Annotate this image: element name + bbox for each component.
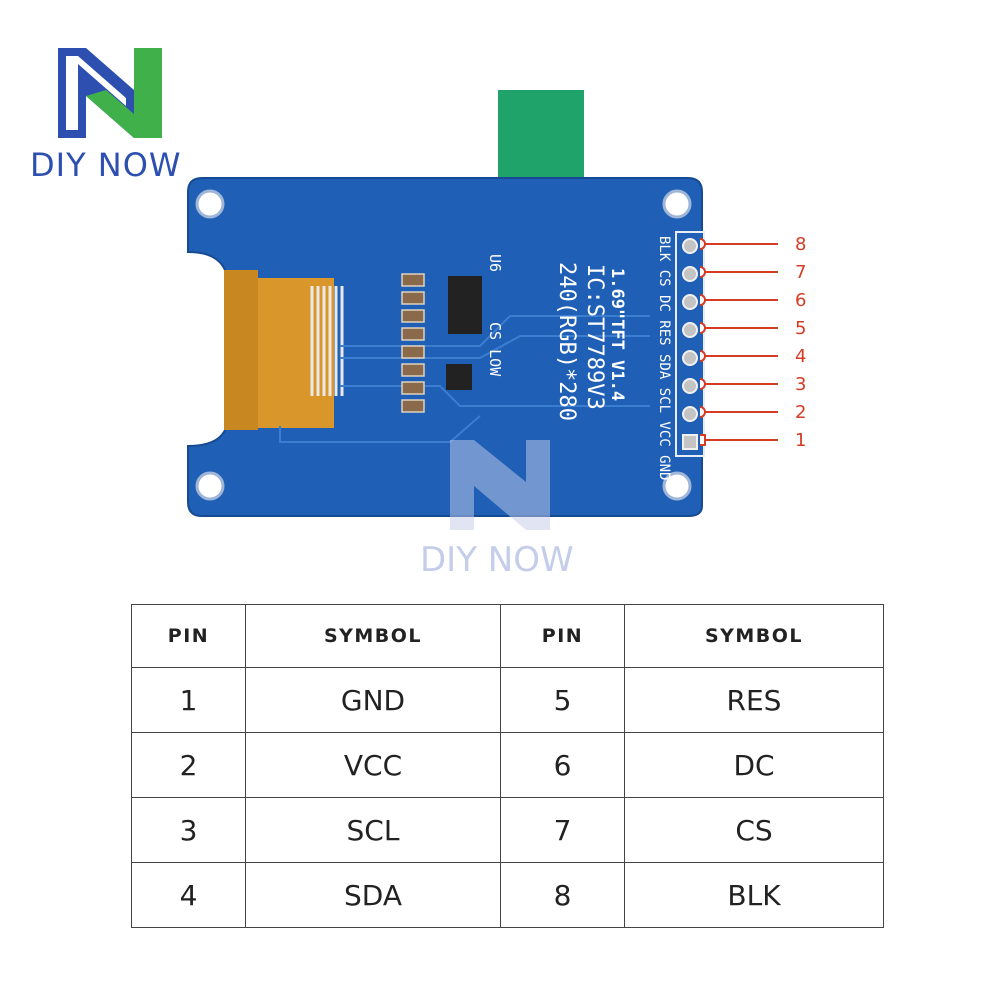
mount-hole-bottom-right	[662, 471, 692, 501]
cell-symbol: SCL	[245, 797, 501, 863]
table-header-row: PIN SYMBOL PIN SYMBOL	[131, 604, 884, 668]
regulator-chip	[448, 276, 482, 334]
cell-pin: 5	[500, 667, 625, 733]
cell-symbol: CS	[624, 797, 884, 863]
header-symbol-b: SYMBOL	[624, 604, 884, 668]
mount-hole-bottom-left	[195, 471, 225, 501]
display-tab	[498, 90, 584, 180]
cell-symbol: SDA	[245, 862, 501, 928]
header-pin-b: PIN	[500, 604, 625, 668]
silk-title: 1.69"TFT V1.4	[607, 268, 627, 401]
pin-callout-2: 2	[795, 402, 807, 423]
silk-resolution: 240(RGB)*280	[554, 262, 579, 421]
mount-hole-top-left	[195, 189, 225, 219]
header-symbol-a: SYMBOL	[245, 604, 501, 668]
mount-hole-top-right	[662, 189, 692, 219]
watermark-logo-icon	[450, 440, 550, 530]
flex-pins	[310, 286, 344, 396]
silk-ic: IC:ST7789V3	[582, 264, 607, 410]
table-row: 2 VCC 6 DC	[131, 732, 884, 798]
pin-callout-4: 4	[795, 346, 807, 367]
logo-inner-shape	[66, 56, 126, 130]
tft-display-board: BLK CS DC RES SDA SCL VCC GND 1.69"TFT V…	[187, 90, 705, 517]
diy-now-logo-icon	[58, 48, 162, 138]
table-row: 4 SDA 8 BLK	[131, 862, 884, 928]
cell-symbol: GND	[245, 667, 501, 733]
table-row: 1 GND 5 RES	[131, 667, 884, 733]
cell-pin: 4	[131, 862, 246, 928]
header-pin-a: PIN	[131, 604, 246, 668]
mounting-holes	[195, 189, 692, 501]
pin-callout-lines	[700, 238, 778, 446]
watermark-text: DIY NOW	[420, 540, 574, 580]
cell-pin: 2	[131, 732, 246, 798]
cell-pin: 8	[500, 862, 625, 928]
cell-pin: 3	[131, 797, 246, 863]
pin-callout-3: 3	[795, 374, 807, 395]
silk-pin-labels: BLK CS DC RES SDA SCL VCC GND	[656, 236, 672, 480]
pin-callout-7: 7	[795, 262, 807, 283]
pin-callout-1: 1	[795, 430, 807, 451]
silk-u6: U6	[486, 254, 504, 272]
pin-callout-8: 8	[795, 234, 807, 255]
cell-pin: 7	[500, 797, 625, 863]
transistor-chip	[446, 364, 472, 390]
pin-callout-5: 5	[795, 318, 807, 339]
cell-symbol: DC	[624, 732, 884, 798]
logo-green-shape	[86, 48, 162, 138]
table-row: 3 SCL 7 CS	[131, 797, 884, 863]
cell-symbol: VCC	[245, 732, 501, 798]
cell-pin: 6	[500, 732, 625, 798]
cell-symbol: RES	[624, 667, 884, 733]
cell-symbol: BLK	[624, 862, 884, 928]
pin-callout-6: 6	[795, 290, 807, 311]
cell-pin: 1	[131, 667, 246, 733]
silk-cs-low: CS LOW	[486, 322, 504, 377]
header-pads	[682, 238, 698, 450]
flex-cable	[224, 270, 258, 430]
smd-components	[401, 273, 425, 413]
brand-name: DIY NOW	[30, 146, 182, 184]
pin-table: PIN SYMBOL PIN SYMBOL 1 GND 5 RES 2 VCC …	[131, 604, 884, 928]
